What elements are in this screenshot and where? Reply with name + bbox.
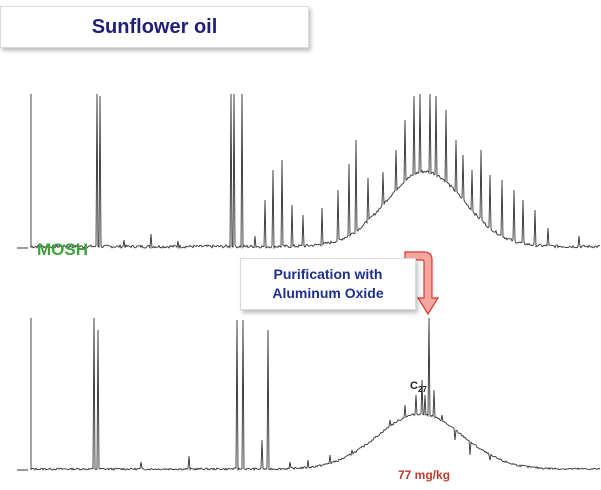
page-title: Sunflower oil — [91, 15, 218, 38]
chromatogram-mosh-after — [17, 317, 601, 472]
down-arrow-icon — [404, 251, 440, 316]
title-box: Sunflower oil — [0, 6, 309, 48]
peak-label-prefix: C — [410, 380, 418, 392]
trace-line-before — [30, 93, 601, 250]
peak-label-subscript: 27 — [417, 385, 427, 395]
concentration-label: 77 mg/kg — [398, 468, 451, 482]
peak-label-c27: C27 — [410, 380, 427, 394]
mosh-label: MOSH — [37, 240, 88, 259]
chromatogram-mosh-before — [17, 93, 601, 250]
purification-line-1: Purification with — [273, 266, 383, 282]
purification-line-2: Aluminum Oxide — [272, 285, 384, 301]
trace-line-after — [30, 317, 601, 472]
purification-box: Purification with Aluminum Oxide — [240, 258, 416, 310]
